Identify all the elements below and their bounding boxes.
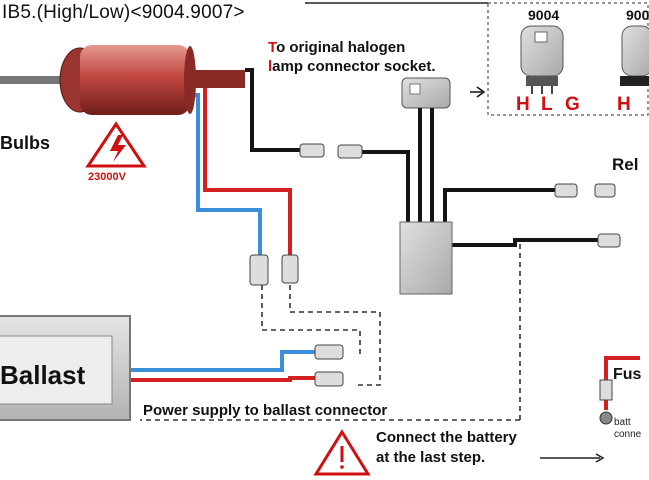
voltage-label: 23000V bbox=[88, 171, 126, 183]
ballast-box bbox=[0, 315, 131, 421]
battery-label: batt conne bbox=[614, 417, 641, 441]
connect-battery-label: Connect the battery at the last step. bbox=[376, 428, 517, 468]
plug-b-label: 900 bbox=[626, 7, 649, 23]
bulbs-label: Bulbs bbox=[0, 133, 51, 153]
fuse-label: Fus bbox=[613, 366, 642, 383]
diagram-title: IB5.(High/Low)<9004.9007> bbox=[2, 2, 245, 23]
connect-line2: at the last step. bbox=[376, 449, 486, 466]
blue-wires bbox=[130, 93, 315, 372]
plug-9007-icon bbox=[620, 25, 649, 86]
plug-a-label: 9004 bbox=[528, 7, 560, 23]
relay-label: Rel bbox=[612, 155, 639, 174]
ballast-label: Ballast bbox=[0, 360, 86, 390]
plug-9004-icon bbox=[520, 25, 564, 94]
pin-h: H bbox=[516, 94, 530, 115]
arrow-icon bbox=[476, 86, 486, 98]
battery-line1: batt bbox=[614, 417, 631, 428]
power-supply-label: Power supply to ballast connector bbox=[143, 402, 388, 419]
original-socket-label: To original halogen lamp connector socke… bbox=[268, 38, 436, 76]
relay-box bbox=[399, 221, 453, 295]
fuse-wire bbox=[540, 356, 640, 463]
lightning-icon bbox=[110, 135, 126, 162]
halogen-socket-icon bbox=[401, 77, 486, 109]
original-line2-lead: l bbox=[268, 58, 273, 75]
original-line1-rest: o original halogen bbox=[276, 39, 406, 56]
pin-l: L bbox=[541, 94, 553, 115]
connect-line1: Connect the battery bbox=[376, 429, 517, 446]
bulb-icon bbox=[0, 45, 245, 115]
warning-triangle-icon bbox=[85, 121, 147, 168]
red-wires bbox=[130, 83, 315, 382]
pin-h-b: H bbox=[617, 94, 631, 115]
battery-warning-icon bbox=[313, 429, 371, 476]
battery-terminal-icon bbox=[599, 411, 613, 425]
battery-line2: conne bbox=[614, 429, 642, 440]
original-line1-lead: T bbox=[268, 39, 277, 56]
original-line2-rest: amp connector socket. bbox=[272, 58, 436, 75]
pin-g: G bbox=[565, 94, 580, 115]
dashed-guides bbox=[140, 240, 521, 421]
inline-connectors bbox=[249, 143, 621, 387]
